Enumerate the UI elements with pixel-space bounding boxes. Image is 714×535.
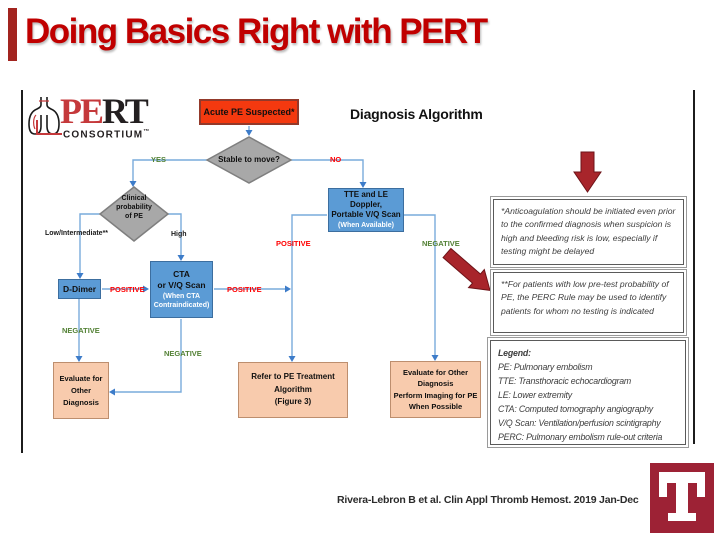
eval2-line4: When Possible [408, 401, 463, 411]
node-evaluate-other-imaging: Evaluate for Other Diagnosis Perform Ima… [390, 361, 481, 418]
node-cta-vq-scan: CTA or V/Q Scan (When CTA Contraindicate… [150, 261, 213, 318]
node-d-dimer: D-Dimer [58, 279, 101, 299]
stable-diamond [205, 136, 293, 184]
node-tte-le-doppler: TTE and LE Doppler, Portable V/Q Scan (W… [328, 188, 404, 232]
clinical-line2: probability [116, 204, 152, 212]
edge-label-no: NO [330, 155, 342, 164]
title-accent-bar [8, 8, 17, 61]
eval1-line3: Diagnosis [63, 397, 99, 407]
legend-item-tte: TTE: Transthoracic echocardiogram [498, 376, 632, 387]
clinical-line3: of PE [125, 213, 143, 221]
pert-logo-text: PERT [60, 91, 149, 131]
edge-label-yes: YES [151, 155, 167, 164]
lungs-icon [28, 97, 60, 135]
temple-logo [650, 463, 714, 533]
clinical-probability-diamond [98, 186, 170, 242]
refer-line3: (Figure 3) [274, 397, 312, 407]
legend-item-pe: PE: Pulmonary embolism [498, 362, 593, 373]
legend-box: Legend: PE: Pulmonary embolism TTE: Tran… [487, 337, 689, 448]
consortium-word: CONSORTIUM [63, 129, 144, 141]
edge-label-positive-ddimer: POSITIVE [110, 285, 145, 294]
tte-line3: (When Available) [338, 221, 394, 229]
edge-label-negative-tte: NEGATIVE [422, 239, 460, 248]
eval2-line3: Perform Imaging for PE [393, 390, 478, 400]
node-evaluate-other-diagnosis: Evaluate for Other Diagnosis [53, 362, 109, 419]
refer-line2: Algorithm [274, 384, 312, 394]
tte-line2: Portable V/Q Scan [331, 210, 401, 220]
annotation-arrow-down-icon [573, 151, 602, 193]
eval1-line1: Evaluate for [59, 373, 103, 383]
legend-title: Legend: [498, 348, 531, 358]
diagram-title: Diagnosis Algorithm [350, 106, 483, 122]
node-acute-pe-suspected: Acute PE Suspected* [199, 99, 299, 125]
logo-line [36, 133, 62, 135]
edge-label-positive-tte: POSITIVE [276, 239, 311, 248]
figure-right-border [693, 90, 695, 444]
pert-logo-pe: PE [60, 91, 104, 131]
trademark-symbol: ™ [143, 129, 150, 135]
cta-line1: CTA [173, 268, 190, 279]
slide-title: Doing Basics Right with PERT [25, 12, 488, 51]
legend-item-perc: PERC: Pulmonary embolism rule-out criter… [498, 432, 663, 443]
citation: Rivera-Lebron B et al. Clin Appl Thromb … [337, 494, 639, 506]
edge-label-high: High [171, 231, 187, 238]
edge-label-negative-cta: NEGATIVE [164, 349, 202, 358]
legend-item-le: LE: Lower extremity [498, 390, 572, 401]
consortium-text: CONSORTIUM™ [63, 129, 149, 140]
node-refer-pe-treatment: Refer to PE Treatment Algorithm (Figure … [238, 362, 348, 418]
tte-line1: TTE and LE Doppler, [344, 189, 388, 210]
clinical-line1: Clinical [121, 195, 147, 202]
edge-label-negative-ddimer: NEGATIVE [62, 326, 100, 335]
pert-logo-rt: RT [102, 91, 149, 131]
legend-item-vq: V/Q Scan: Ventilation/perfusion scintigr… [498, 418, 661, 429]
cta-line2: or V/Q Scan [157, 280, 206, 291]
node-clinical-label: Clinical probability of PE [104, 194, 164, 221]
legend-item-cta: CTA: Computed tomography angiography [498, 404, 653, 415]
annotation-arrow-diagonal-icon [442, 247, 491, 291]
arrowheads [75, 130, 439, 396]
eval1-line2: Other [70, 385, 91, 395]
eval2-line2: Diagnosis [417, 379, 454, 389]
cta-line4: Contraindicated) [153, 301, 210, 309]
figure-left-border [21, 90, 23, 453]
edge-label-positive-cta: POSITIVE [227, 285, 262, 294]
cta-line3: (When CTA [162, 292, 201, 300]
note-perc-rule: **For patients with low pre-test probabi… [490, 269, 687, 336]
node-stable-label: Stable to move? [218, 155, 280, 164]
note-anticoagulation: *Anticoagulation should be initiated eve… [490, 196, 687, 268]
eval2-line1: Evaluate for Other [402, 368, 469, 377]
edge-label-low-intermediate: Low/Intermediate** [45, 230, 109, 237]
refer-line1: Refer to PE Treatment [251, 371, 335, 381]
logo-line-vertical [36, 120, 38, 135]
